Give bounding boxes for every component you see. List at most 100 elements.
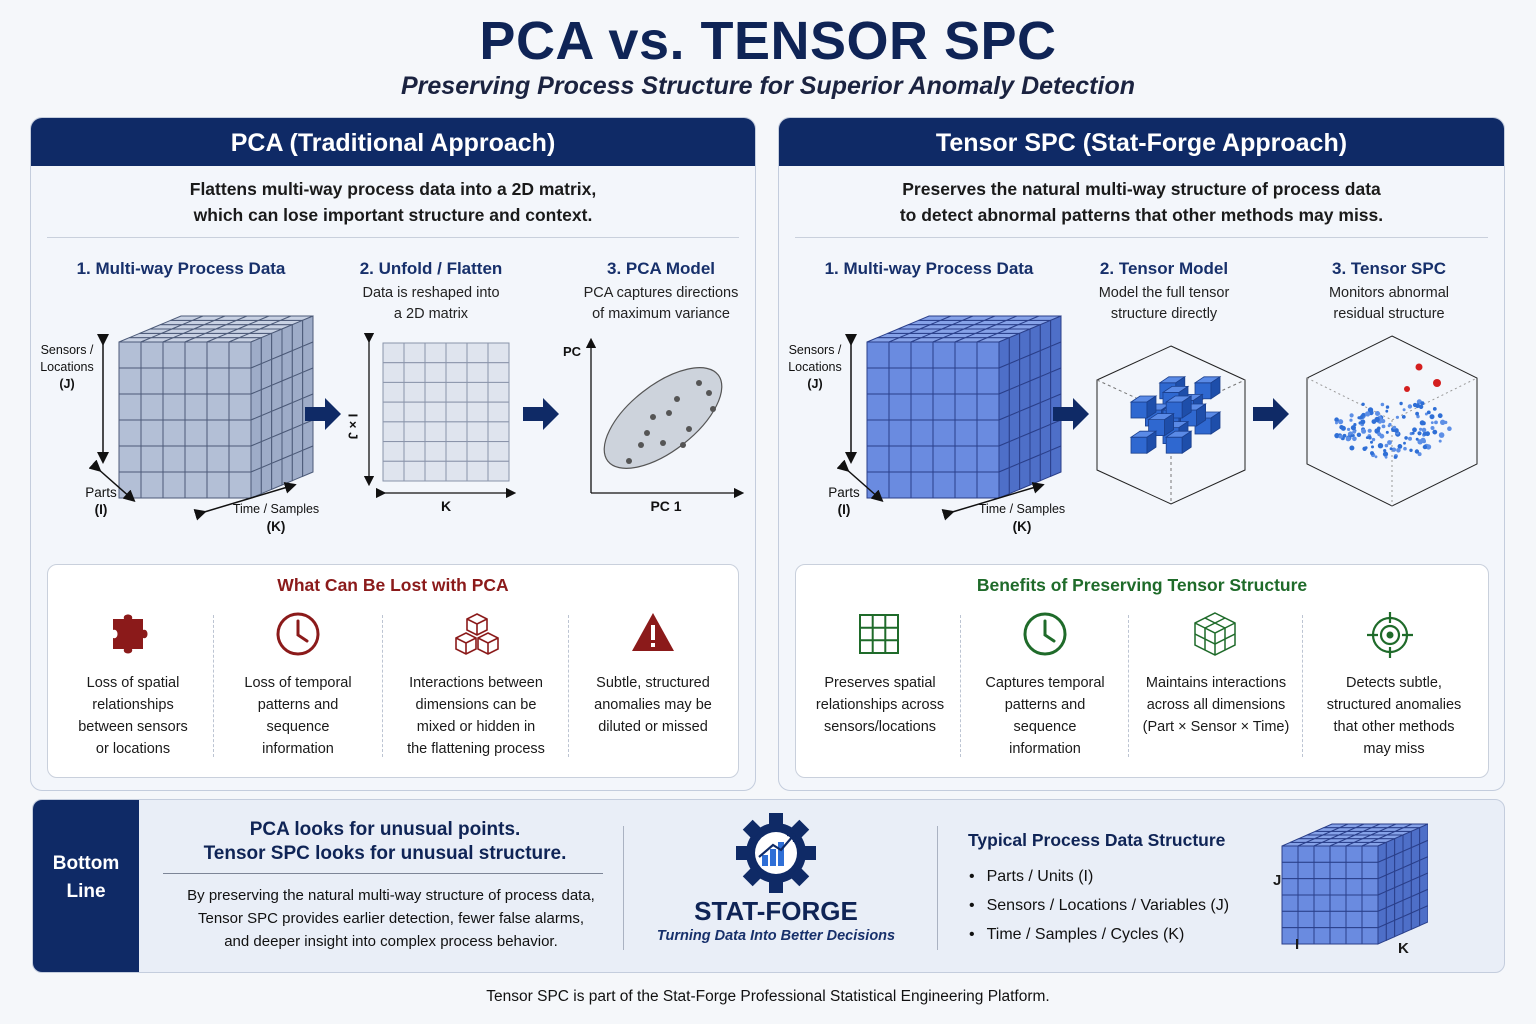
- matrix-cell: [424, 441, 447, 462]
- residual-point: [1416, 414, 1420, 419]
- benefit-1-line-3: sensors/locations: [823, 719, 937, 735]
- tensor-panel-heading: Tensor SPC (Stat-Forge Approach): [779, 118, 1504, 166]
- headline-1: PCA looks for unusual points.: [249, 819, 521, 840]
- cube-cell: [998, 362, 1010, 395]
- residual-point: [1335, 421, 1338, 425]
- cube-cell: [271, 354, 283, 387]
- residual-point: [1361, 402, 1365, 406]
- tensor-panel-description: Preserves the natural multi-way structur…: [779, 176, 1504, 228]
- residual-point: [1342, 433, 1347, 438]
- cube-cell: [271, 328, 283, 361]
- residual-point: [1415, 411, 1419, 416]
- cube-cell: [302, 445, 314, 478]
- loss-1-line-4: or locations: [95, 741, 171, 757]
- cube-cell: [1403, 823, 1428, 829]
- residual-point: [1418, 404, 1424, 409]
- cube-cell: [118, 341, 142, 369]
- cube-cell: [976, 445, 1000, 473]
- matrix-cell: [466, 460, 489, 482]
- tensor-block-side: [1196, 403, 1206, 427]
- cube-cell: [998, 466, 1010, 499]
- cube-cell: [281, 427, 293, 460]
- tensor-step-3-title: 3. Tensor SPC: [1332, 259, 1446, 278]
- benefit-2-line-3: sequence: [1013, 719, 1077, 735]
- cube-cell: [1329, 910, 1347, 929]
- residual-point: [1381, 419, 1386, 424]
- cube-cell: [184, 393, 208, 421]
- cube-cell: [1419, 905, 1428, 927]
- cube-cell: [140, 367, 164, 395]
- residual-point: [1420, 401, 1425, 406]
- cube-cell: [954, 393, 978, 421]
- matrix-cell: [466, 401, 489, 423]
- separator: [623, 826, 624, 950]
- tensor-j-label-3: (J): [807, 377, 823, 391]
- residual-point: [1409, 448, 1413, 452]
- small-cube-j-label: J: [1273, 872, 1282, 889]
- cube-cell: [1281, 894, 1299, 912]
- residual-point: [1357, 416, 1361, 420]
- cube-cell: [866, 419, 890, 447]
- residual-point: [1334, 433, 1340, 439]
- matrix-cell: [382, 460, 405, 482]
- cube-cell: [1361, 910, 1379, 929]
- matrix-grid: [382, 342, 510, 482]
- pca-loss-item-3: Interactions between dimensions can be m…: [386, 672, 566, 760]
- cube-cell: [271, 380, 283, 413]
- cube-cell: [932, 367, 956, 395]
- pca-j-label-3: (J): [59, 377, 75, 391]
- cube-cell: [866, 445, 890, 473]
- residual-point: [1367, 428, 1372, 433]
- residual-point: [1430, 421, 1434, 424]
- residual-point: [1419, 420, 1425, 426]
- matrix-cell: [382, 342, 405, 364]
- residual-point: [1338, 434, 1343, 439]
- pca-desc-line-2: which can lose important structure and c…: [193, 205, 593, 225]
- cube-cell: [271, 432, 283, 465]
- tensor-cube-i-label: Parts (I): [819, 484, 869, 518]
- cube-cell: [1029, 401, 1041, 434]
- matrix-cell: [445, 381, 468, 403]
- cube-cell: [1345, 861, 1363, 880]
- pca-cube-j-label: Sensors / Locations (J): [31, 342, 103, 393]
- tensor-step-1-title: 1. Multi-way Process Data: [824, 259, 1034, 278]
- residual-point: [1421, 427, 1427, 433]
- tensor-desc-line-2: to detect abnormal patterns that other m…: [899, 205, 1384, 225]
- pca-point: [686, 426, 692, 432]
- tensor-benefit-item-4: Detects subtle, structured anomalies tha…: [1306, 672, 1482, 760]
- matrix-cell: [487, 362, 510, 383]
- cube-cell: [1345, 894, 1363, 912]
- residual-point: [1419, 427, 1423, 431]
- arrow-right-icon: [523, 398, 559, 430]
- tensor-block-side: [1146, 395, 1157, 419]
- cube-cell: [976, 419, 1000, 447]
- anomaly-point: [1433, 379, 1441, 387]
- residual-point: [1380, 402, 1385, 407]
- cube-cell: [206, 367, 230, 395]
- cube-cell: [250, 440, 262, 473]
- loss-1-line-3: between sensors: [78, 719, 188, 735]
- matrix-cell: [445, 362, 468, 383]
- benefit-4-line-3: that other methods: [1333, 719, 1455, 735]
- cube-icon: [1194, 612, 1236, 656]
- matrix-cell: [487, 381, 510, 403]
- residual-point: [1383, 449, 1387, 453]
- cube-cell: [910, 419, 934, 447]
- brand-tagline: Turning Data Into Better Decisions: [656, 928, 896, 944]
- cube-cell: [184, 419, 208, 447]
- loss-1-line-2: relationships: [92, 697, 174, 713]
- pca-step-3-sub: PCA captures directions of maximum varia…: [551, 283, 755, 325]
- cube-cell: [206, 341, 230, 369]
- pca-desc-line-1: Flattens multi-way process data into a 2…: [189, 179, 597, 199]
- cube-cell: [1281, 878, 1299, 896]
- tensor-i-label-2: (I): [837, 502, 851, 517]
- tensor-benefit-box: Benefits of Preserving Tensor Structure: [795, 564, 1489, 778]
- pca-loss-item-4: Subtle, structured anomalies may be dilu…: [573, 672, 733, 738]
- bottom-line-label-2: Line: [66, 881, 106, 902]
- warning-icon: [632, 613, 674, 651]
- cube-cell: [1410, 908, 1421, 931]
- cube-cell: [140, 471, 164, 499]
- cube-cell: [1361, 927, 1379, 945]
- benefit-4-line-4: may miss: [1363, 741, 1425, 757]
- cube-cell: [1419, 888, 1428, 911]
